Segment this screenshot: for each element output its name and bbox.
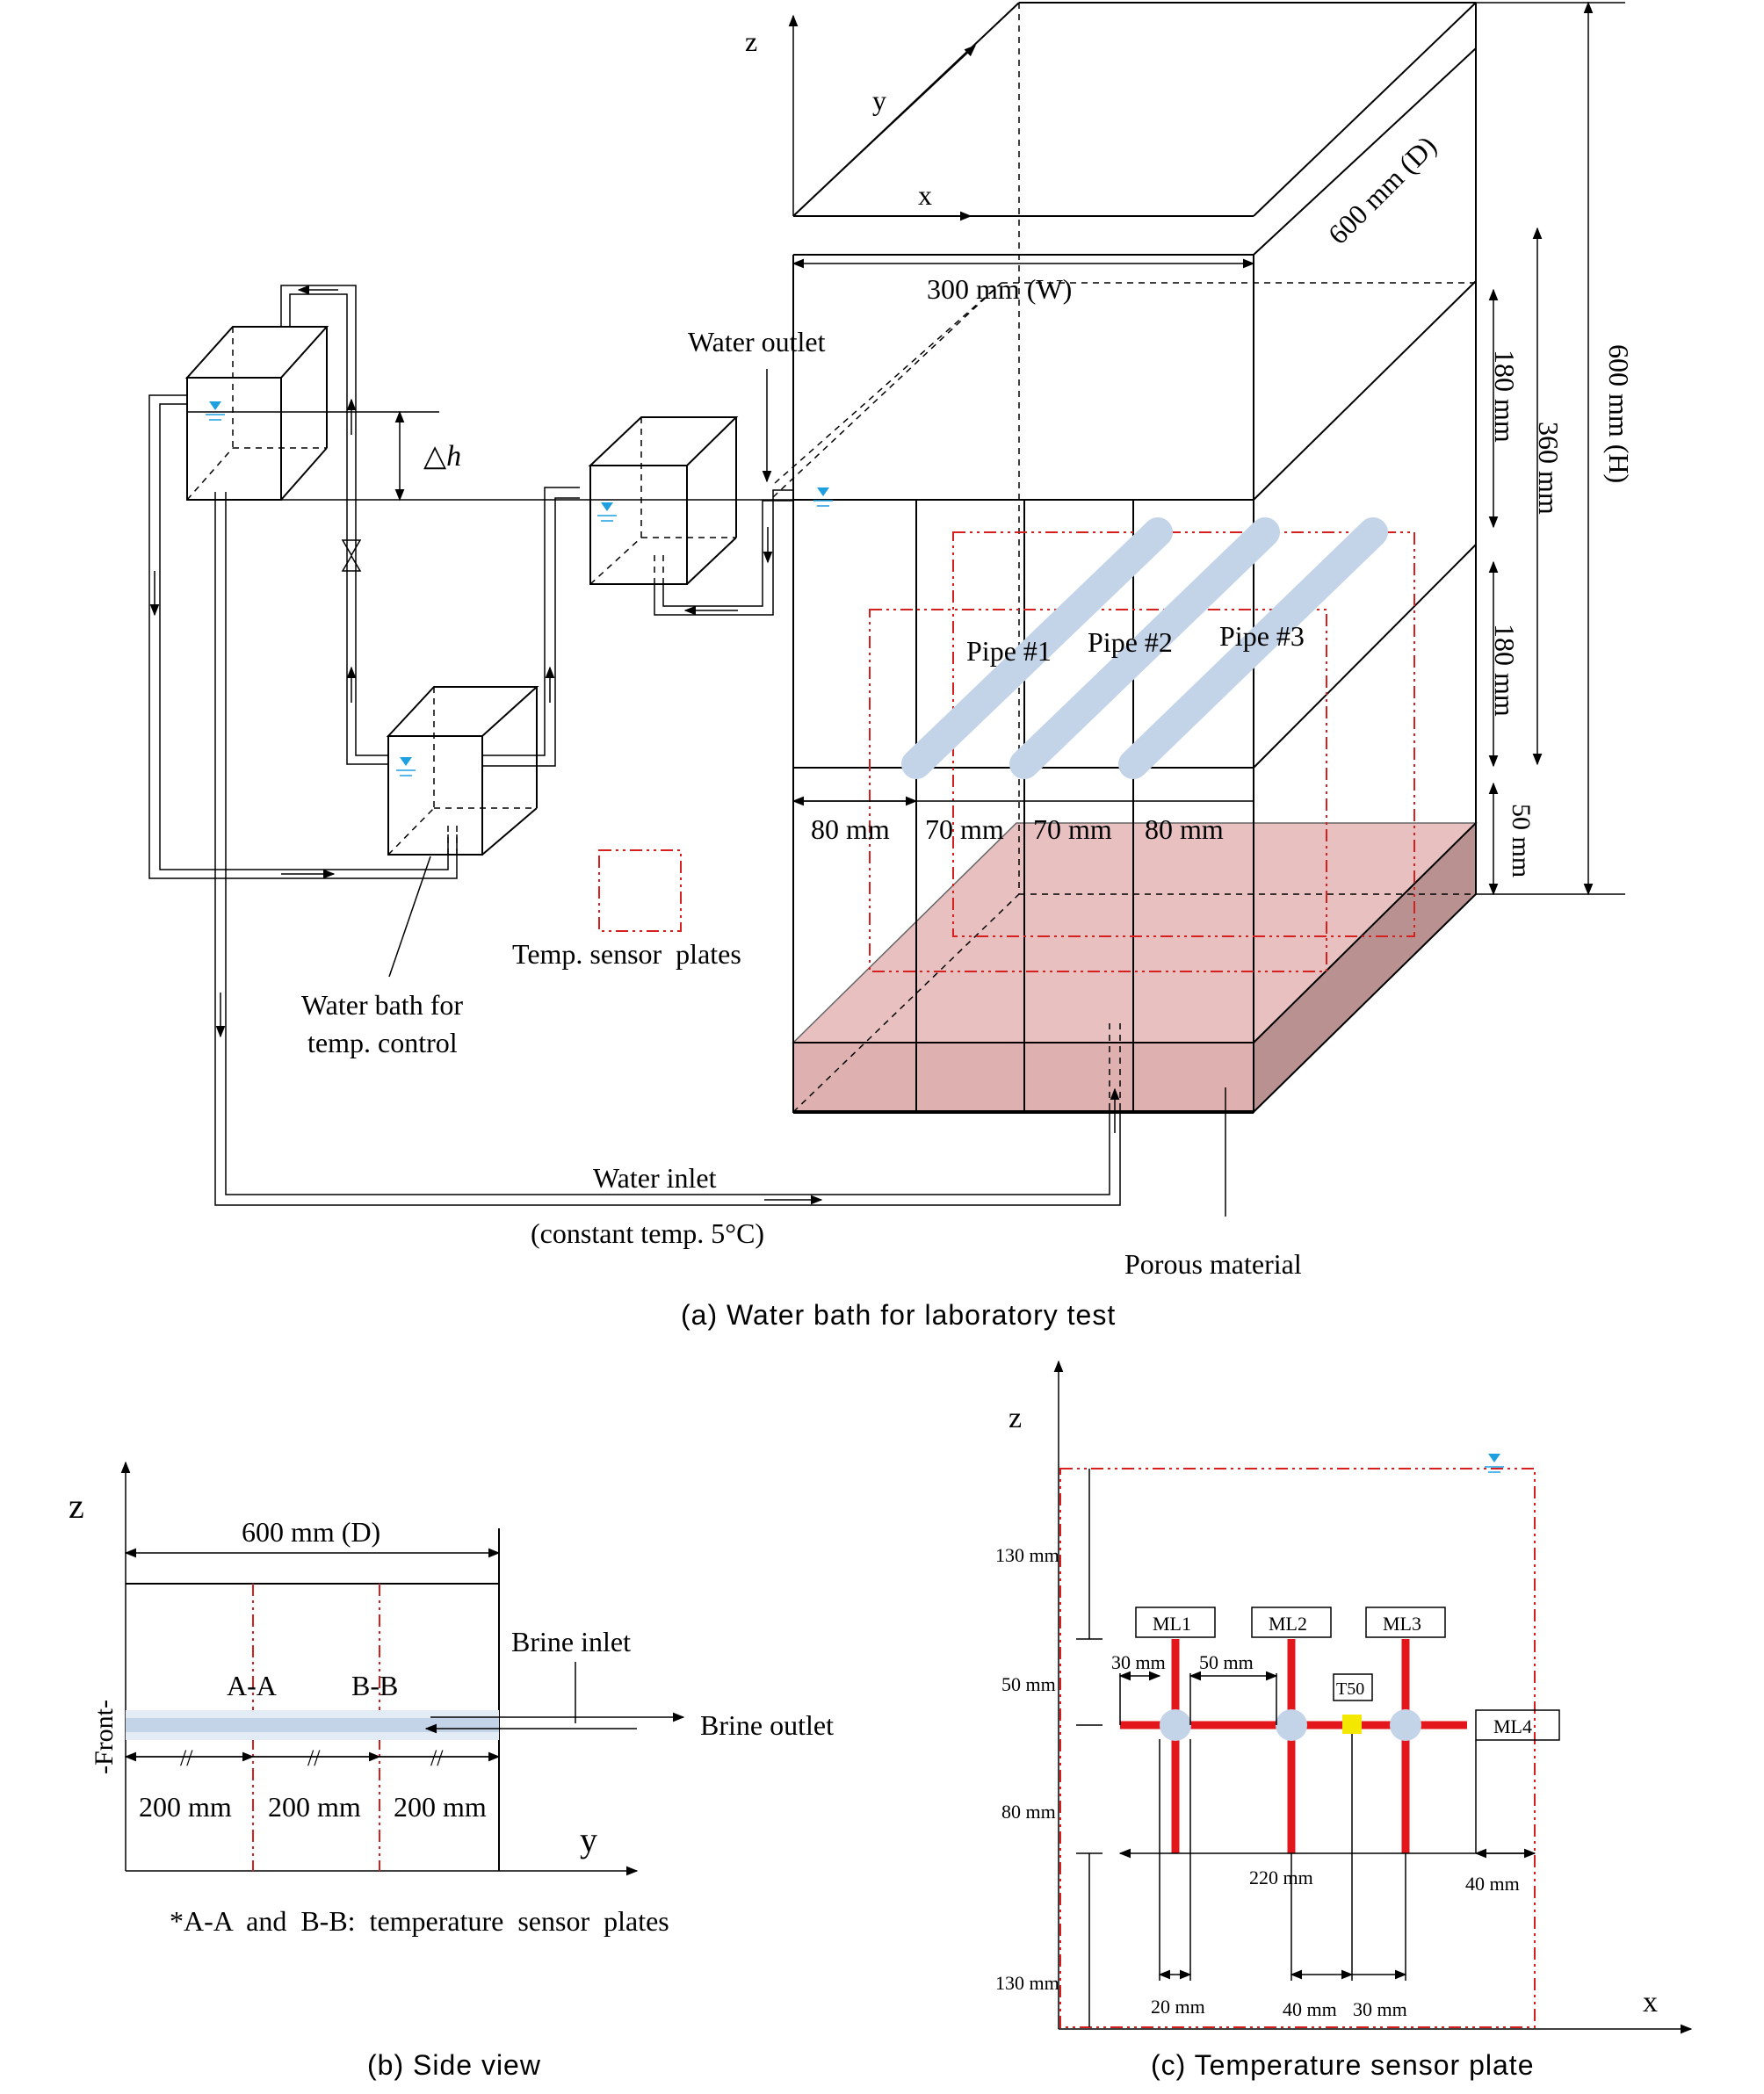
axis-x-label: x bbox=[918, 179, 932, 211]
overflow-tank bbox=[588, 282, 1002, 616]
spacing-70-b: 70 mm bbox=[1033, 813, 1112, 845]
panel-a: z y x 300 mm (W) 600 mm (D) 600 mm (H) 3… bbox=[148, 1, 1635, 1331]
water-bath-tank bbox=[346, 487, 580, 856]
ml3-label: ML3 bbox=[1383, 1613, 1421, 1635]
panel-a-caption: (a) Water bath for laboratory test bbox=[681, 1299, 1116, 1331]
t50-label: T50 bbox=[1336, 1679, 1364, 1699]
dim-220: 220 mm bbox=[1249, 1867, 1313, 1888]
tick-mark: // bbox=[180, 1745, 193, 1771]
overflow-pipe bbox=[280, 285, 362, 747]
side-dim-depth: 600 mm (D) bbox=[242, 1516, 380, 1548]
panel-c-caption: (c) Temperature sensor plate bbox=[1151, 2049, 1534, 2081]
panel-a-axes bbox=[788, 14, 976, 221]
t50-sensor bbox=[1342, 1715, 1362, 1734]
section-b-label: B-B bbox=[351, 1670, 398, 1701]
pipe-section-3 bbox=[1390, 1709, 1421, 1741]
side-axis-z-label: z bbox=[69, 1486, 84, 1526]
side-note: *A-A and B-B: temperature sensor plates bbox=[170, 1905, 669, 1937]
inlet-temp-label: (constant temp. 5°C) bbox=[531, 1217, 764, 1249]
section-a-label: A-A bbox=[227, 1670, 277, 1701]
side-seg-1: 200 mm bbox=[139, 1791, 232, 1823]
pipe-section-2 bbox=[1276, 1709, 1307, 1741]
left-dimension-scale bbox=[1076, 1469, 1102, 2027]
legend-sensor-label: Temp. sensor plates bbox=[512, 938, 741, 970]
pipe-section-1 bbox=[1160, 1709, 1191, 1741]
plate-dimension-lines bbox=[1118, 1671, 1536, 1981]
spacing-70-a: 70 mm bbox=[925, 813, 1004, 845]
dim-40-right: 40 mm bbox=[1465, 1873, 1520, 1895]
water-bath-label-2: temp. control bbox=[307, 1027, 458, 1058]
water-bath-label-1: Water bath for bbox=[301, 989, 463, 1021]
dim-130-top: 130 mm bbox=[995, 1544, 1059, 1566]
porous-material-label: Porous material bbox=[1124, 1248, 1302, 1280]
axis-y-label: y bbox=[872, 84, 886, 116]
dim-height-label: 600 mm (H) bbox=[1603, 344, 1635, 483]
ml1-label: ML1 bbox=[1153, 1613, 1191, 1635]
dim-30-bottom: 30 mm bbox=[1353, 1998, 1407, 2020]
sensor-plate-outline bbox=[1059, 1468, 1536, 2028]
dim-180-top-label: 180 mm bbox=[1489, 350, 1521, 443]
return-pipe bbox=[148, 394, 458, 879]
legend-sensor-swatch bbox=[598, 849, 682, 932]
side-seg-2: 200 mm bbox=[268, 1791, 361, 1823]
porous-material-block bbox=[792, 820, 1478, 1115]
spacing-80-right: 80 mm bbox=[1145, 813, 1224, 845]
side-seg-3: 200 mm bbox=[394, 1791, 487, 1823]
dim-50: 50 mm bbox=[1001, 1673, 1056, 1695]
spacing-80-left: 80 mm bbox=[811, 813, 890, 845]
head-tank bbox=[184, 326, 329, 501]
panel-c: z x 130 mm 50 mm 80 mm 130 mm ML1 ML2 ML… bbox=[995, 1360, 1693, 2081]
pipe-1 bbox=[901, 517, 1173, 779]
plate-axis-z-label: z bbox=[1009, 1402, 1022, 1434]
tick-mark: // bbox=[307, 1745, 321, 1771]
sensor-plate-b bbox=[869, 609, 1327, 972]
dim-50-top: 50 mm bbox=[1199, 1651, 1254, 1673]
ml2-label: ML2 bbox=[1269, 1613, 1307, 1635]
axis-z-label: z bbox=[745, 25, 757, 57]
tick-mark: // bbox=[430, 1745, 444, 1771]
ml4-label: ML4 bbox=[1493, 1715, 1532, 1737]
right-dimension-lines bbox=[1476, 1, 1625, 896]
dim-360-label: 360 mm bbox=[1533, 422, 1565, 515]
brine-outlet-label: Brine outlet bbox=[700, 1709, 834, 1741]
pipe-2-label: Pipe #2 bbox=[1088, 626, 1173, 658]
panel-b-caption: (b) Side view bbox=[367, 2049, 541, 2081]
pipe-3 bbox=[1118, 517, 1388, 779]
pipe-1-label: Pipe #1 bbox=[966, 635, 1052, 667]
dim-50-label: 50 mm bbox=[1507, 804, 1536, 877]
water-inlet-label: Water inlet bbox=[593, 1162, 717, 1194]
dim-20: 20 mm bbox=[1151, 1996, 1205, 2018]
supply-pipe bbox=[214, 492, 1121, 1206]
plate-axis-x-label: x bbox=[1643, 1986, 1658, 2018]
dim-width-label: 300 mm (W) bbox=[927, 273, 1072, 305]
pipe-2 bbox=[1009, 517, 1280, 779]
delta-h-label: △h bbox=[423, 440, 461, 473]
dim-40-bottom: 40 mm bbox=[1283, 1998, 1337, 2020]
sensor-plate-a bbox=[952, 531, 1415, 937]
side-axis-y-label: y bbox=[580, 1820, 597, 1859]
water-outlet-label: Water outlet bbox=[688, 326, 826, 357]
front-label: -Front- bbox=[90, 1700, 119, 1774]
pipe-3-label: Pipe #3 bbox=[1219, 620, 1305, 652]
dim-180-bottom-label: 180 mm bbox=[1489, 624, 1521, 717]
dim-130-bottom: 130 mm bbox=[995, 1972, 1059, 1994]
brine-inlet-label: Brine inlet bbox=[511, 1626, 631, 1657]
panel-b: z y 600 mm (D) A-A B-B Brine inlet Brine… bbox=[69, 1461, 834, 2081]
dim-depth-label: 600 mm (D) bbox=[1321, 130, 1442, 250]
dim-80: 80 mm bbox=[1001, 1801, 1056, 1823]
dim-30-top: 30 mm bbox=[1111, 1651, 1166, 1673]
